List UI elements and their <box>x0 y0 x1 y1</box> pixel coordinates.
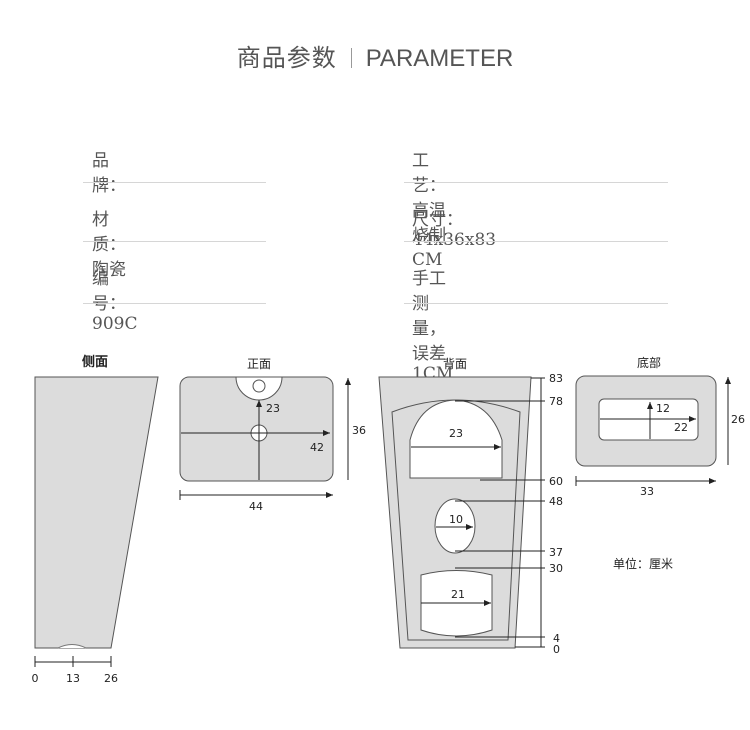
scale-label: 83 <box>549 372 563 385</box>
side-tick-label: 0 <box>32 672 39 685</box>
back-dim-label-23: 23 <box>449 427 463 440</box>
bottom-dim-label-26: 26 <box>731 413 745 426</box>
bottom-dim-label-22: 22 <box>674 421 688 434</box>
scale-label: 0 <box>553 643 560 656</box>
bottom-dim-label-12: 12 <box>656 402 670 415</box>
divider <box>83 303 266 304</box>
faucet-hole <box>252 379 266 393</box>
divider <box>404 182 668 183</box>
back-view-title: 背面 <box>443 357 467 371</box>
param-brand: 品牌： <box>92 151 126 196</box>
back-view: 背面 23 10 21 83 78 60 48 37 30 4 0 <box>378 357 563 656</box>
front-view-title: 正面 <box>247 357 271 371</box>
side-view-title: 侧面 <box>82 354 108 370</box>
front-view: 正面 23 42 36 44 <box>179 357 366 513</box>
front-dim-label-44: 44 <box>249 500 263 513</box>
divider <box>83 241 266 242</box>
divider <box>83 182 266 183</box>
scale-label: 78 <box>549 395 563 408</box>
side-tick-label: 13 <box>66 672 80 685</box>
scale-label: 37 <box>549 546 563 559</box>
scale-label: 60 <box>549 475 563 488</box>
front-dim-label-23: 23 <box>266 402 280 415</box>
side-profile <box>34 376 159 649</box>
bottom-view-title: 底部 <box>637 355 661 370</box>
side-drain-notch <box>57 644 87 649</box>
side-tick-label: 26 <box>104 672 118 685</box>
scale-label: 30 <box>549 562 563 575</box>
back-opening-top <box>409 399 503 479</box>
divider <box>404 303 668 304</box>
param-material: 材质：陶瓷 <box>92 210 126 280</box>
back-opening-middle <box>434 498 476 554</box>
back-dim-label-21: 21 <box>451 588 465 601</box>
back-dim-label-10: 10 <box>449 513 463 526</box>
bottom-dim-label-33: 33 <box>640 485 654 498</box>
side-view: 侧面 0 13 26 <box>32 354 159 685</box>
page-header: 商品参数 PARAMETER <box>0 38 750 73</box>
divider <box>404 241 668 242</box>
title-cn: 商品参数 <box>236 44 337 72</box>
title-separator <box>350 48 352 68</box>
title-en: PARAMETER <box>365 45 514 72</box>
front-dim-label-42: 42 <box>310 441 324 454</box>
front-dim-label-36: 36 <box>352 424 366 437</box>
scale-label: 48 <box>549 495 563 508</box>
param-size: 尺寸：44x36x83 CM <box>412 210 497 270</box>
param-model: 编号：909C <box>92 269 138 334</box>
scale-label: 4 <box>553 632 560 645</box>
bottom-view: 底部 12 22 26 33 <box>575 355 745 498</box>
unit-label: 单位：厘米 <box>613 556 673 571</box>
